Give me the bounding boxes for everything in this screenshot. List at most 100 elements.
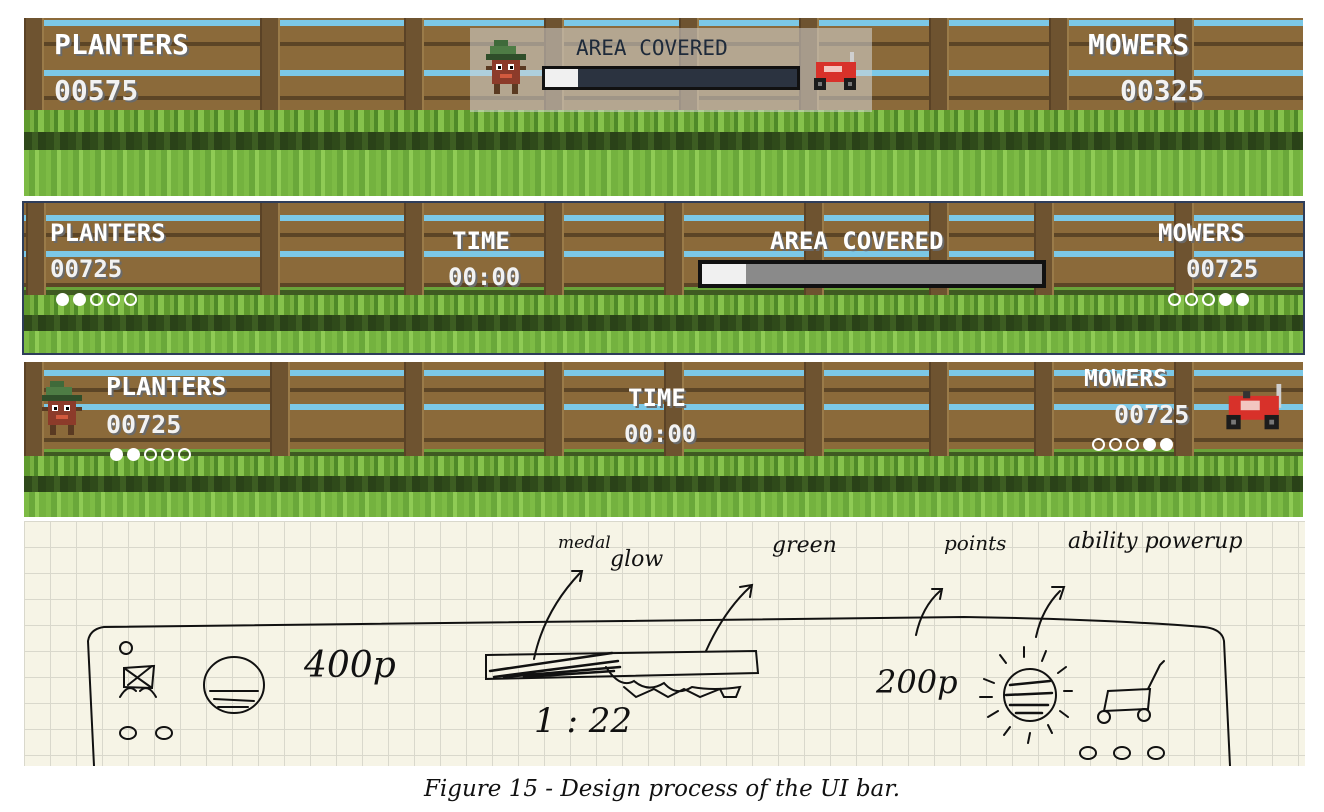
planter-points: 400p [304,645,396,686]
planter-character-icon [40,380,84,442]
life-dot-empty [1185,293,1198,306]
fence-rail [24,438,1303,442]
figure-caption: Figure 15 - Design process of the UI bar… [423,776,901,802]
lawnmower-icon [810,52,862,98]
fence-post [804,362,824,462]
fence-rail [24,251,1303,257]
life-dot-empty [1109,438,1122,451]
mowers-lives-indicator [1092,438,1173,451]
sketch-lines [86,570,1231,766]
fence-rail [24,388,1303,392]
fence-post [544,203,564,303]
ui-bar-version-3: PLANTERS 00725 TIME 00:00 MOWERS 00725 [24,362,1303,517]
fence-post [24,18,44,123]
fence-post [1174,362,1194,462]
fence-post [260,18,280,123]
fence-post [404,362,424,462]
fence-post [1034,362,1054,462]
planters-label: PLANTERS [106,372,227,401]
fence-post [1034,203,1054,303]
annotation-green: green [772,533,837,558]
fence-post [544,362,564,462]
annotation-points: points [944,531,1007,555]
lawnmower-icon [1224,380,1286,442]
mowers-lives-indicator [1168,293,1249,306]
life-dot-empty [178,448,191,461]
area-covered-label: AREA COVERED [576,36,728,60]
fence-rail [24,404,1303,410]
time-value: 00:00 [448,263,521,291]
time-value: 00:00 [624,420,697,448]
area-covered-progress-bar [698,260,1046,288]
time-label: TIME [452,227,510,255]
mowers-score: 00725 [1114,400,1190,429]
life-dot-filled [1160,438,1173,451]
area-covered-label: AREA COVERED [770,227,944,255]
fence-post [664,203,684,303]
planters-score: 00725 [106,410,182,439]
mowers-label: MOWERS [1088,28,1190,61]
area-covered-progress-fill [702,264,747,284]
life-dot-filled [1236,293,1249,306]
timer-sketch: 1 : 22 [534,701,632,741]
life-dot-filled [73,293,86,306]
area-covered-progress-bar [542,66,800,90]
fence-post [929,18,949,123]
life-dot-filled [1219,293,1232,306]
planters-score: 00725 [50,255,123,283]
grass [24,295,1303,315]
life-dot-filled [110,448,123,461]
grass [24,150,1303,196]
life-dot-filled [1143,438,1156,451]
ui-bar-version-2: PLANTERS 00725 TIME 00:00 AREA COVERED M… [22,201,1305,355]
planter-character-icon [484,40,528,100]
life-dot-empty [1092,438,1105,451]
fence-post [404,203,424,303]
ui-bar-version-1: PLANTERS 00575 AREA COVERED [24,18,1303,196]
life-dot-empty [90,293,103,306]
fence-post [1049,18,1069,123]
mowers-score: 00725 [1186,255,1259,283]
fence-rail [24,283,1303,287]
fence-post [404,18,424,123]
planters-label: PLANTERS [54,28,189,61]
fence-post [664,362,684,462]
fence-post [260,203,280,303]
hand-drawn-ui-sketch: medal glow green points ability powerup … [24,521,1305,766]
grass-shadow [24,132,1303,150]
life-dot-empty [107,293,120,306]
planters-label: PLANTERS [50,219,166,247]
fence-post [26,203,46,303]
life-dot-empty [1202,293,1215,306]
planters-lives-indicator [110,448,191,461]
grass-shadow [24,315,1303,331]
life-dot-filled [56,293,69,306]
fence-post [1174,18,1194,123]
fence-post [270,362,290,462]
mowers-label: MOWERS [1158,219,1245,247]
annotation-medal: medal [558,533,611,553]
grass [24,331,1303,353]
area-covered-progress-fill [545,69,578,87]
mowers-score: 00325 [1120,74,1205,107]
time-label: TIME [628,384,686,412]
mower-points: 200p [876,663,958,701]
life-dot-filled [127,448,140,461]
fence-rail [24,20,1303,26]
life-dot-empty [1126,438,1139,451]
annotation-glow: glow [610,547,664,572]
planters-score: 00575 [54,74,139,107]
fence-rail [24,215,1303,221]
life-dot-empty [124,293,137,306]
planters-lives-indicator [56,293,137,306]
mowers-label: MOWERS [1084,366,1168,392]
life-dot-empty [161,448,174,461]
fence-rail [24,370,1303,376]
life-dot-empty [1168,293,1181,306]
annotation-ability-powerup: ability powerup [1068,529,1243,554]
grass [24,456,1303,476]
fence-rail [24,233,1303,237]
grass [24,110,1303,132]
fence-post [1174,203,1194,303]
grass-shadow [24,476,1303,492]
